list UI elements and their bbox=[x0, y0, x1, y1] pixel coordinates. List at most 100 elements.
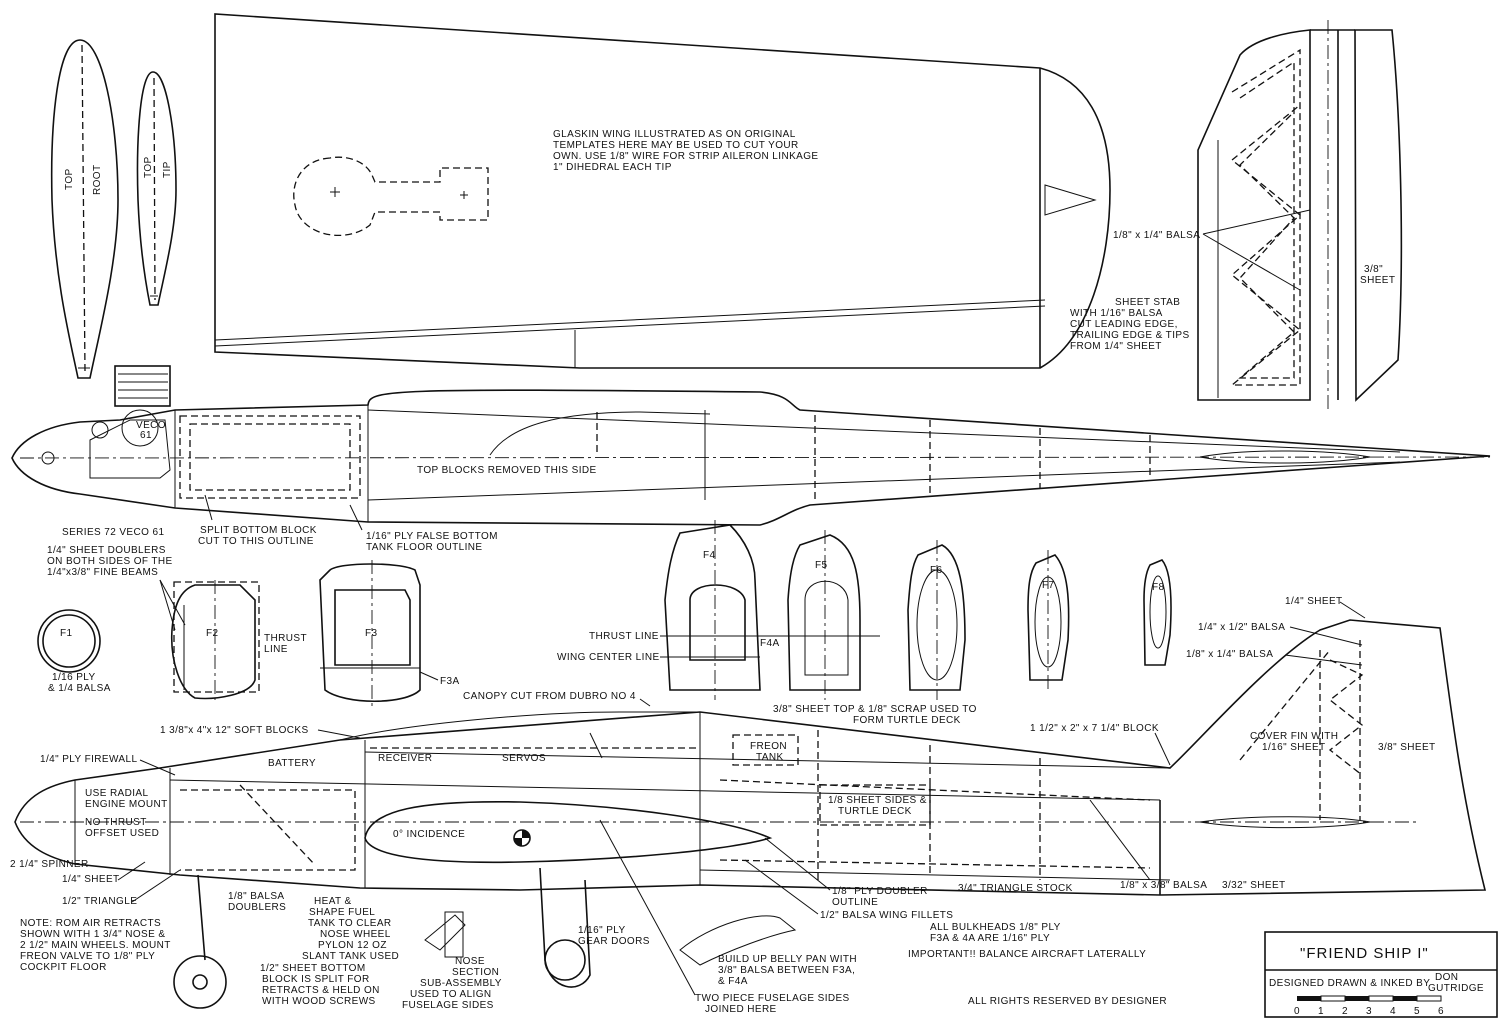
airfoil-tip-template: TOP TIP bbox=[136, 71, 177, 306]
stab-note-3: CUT LEADING EDGE, bbox=[1070, 319, 1178, 330]
designed-label: DESIGNED DRAWN & INKED BY bbox=[1269, 978, 1430, 989]
spinner-label: 2 1/4" SPINNER bbox=[10, 859, 89, 870]
triangle-label: 1/2" TRIANGLE bbox=[62, 896, 137, 907]
f8-label: F8 bbox=[1152, 582, 1165, 593]
f4-label: F4 bbox=[703, 550, 716, 561]
radial-label-1: USE RADIAL bbox=[85, 788, 149, 799]
scale-6: 6 bbox=[1438, 1006, 1444, 1017]
wing-note-line-4: 1" DIHEDRAL EACH TIP bbox=[553, 162, 672, 173]
firewall-label: 1/4" PLY FIREWALL bbox=[40, 754, 137, 765]
canopy-label: CANOPY CUT FROM DUBRO NO 4 bbox=[463, 691, 636, 702]
f4a-label: F4A bbox=[760, 638, 780, 649]
nose-section-2: SECTION bbox=[452, 967, 499, 978]
bulkheads-ply-1: ALL BULKHEADS 1/8" PLY bbox=[930, 922, 1061, 933]
block-label: 1 1/2" x 2" x 7 1/4" BLOCK bbox=[1030, 723, 1159, 734]
balsa-38-label: 1/8" x 3/8" BALSA bbox=[1120, 880, 1207, 891]
title-block: "FRIEND SHIP I" DESIGNED DRAWN & INKED B… bbox=[1264, 931, 1498, 1018]
doublers-label-2: ON BOTH SIDES OF THE bbox=[47, 556, 173, 567]
nose-section-3: SUB-ASSEMBLY bbox=[420, 978, 502, 989]
half-sheet-3: RETRACTS & HELD ON bbox=[262, 985, 380, 996]
rights-label: ALL RIGHTS RESERVED BY DESIGNER bbox=[968, 996, 1167, 1007]
half-sheet-4: WITH WOOD SCREWS bbox=[262, 996, 376, 1007]
heat-shape-6: SLANT TANK USED bbox=[302, 951, 399, 962]
airfoil-tip-top-label: TOP bbox=[143, 156, 154, 178]
designer-first: DON bbox=[1435, 972, 1458, 983]
freon-label-1: FREON bbox=[750, 741, 787, 752]
stab-note-4: TRAILING EDGE & TIPS bbox=[1070, 330, 1190, 341]
stab-note-2: WITH 1/16" BALSA bbox=[1070, 308, 1163, 319]
gear-doors-2: GEAR DOORS bbox=[578, 936, 650, 947]
balsa-doublers-label-1: 1/8" BALSA bbox=[228, 891, 284, 902]
cover-fin-2: 1/16" SHEET bbox=[1262, 742, 1326, 753]
cover-fin-1: COVER FIN WITH bbox=[1250, 731, 1338, 742]
split-bottom-label-2: CUT TO THIS OUTLINE bbox=[198, 536, 314, 547]
airfoil-root-top-label: TOP bbox=[64, 168, 75, 190]
belly-3: & F4A bbox=[718, 976, 748, 987]
fin-sheet-label: 1/4" SHEET bbox=[1285, 596, 1343, 607]
wing-note-line-2: TEMPLATES HERE MAY BE USED TO CUT YOUR bbox=[553, 140, 799, 151]
fuselage-top-view: VECO 61 TOP BLOCKS REMOVED THIS SIDE SER… bbox=[11, 365, 1491, 553]
turtle-label-2: FORM TURTLE DECK bbox=[853, 715, 961, 726]
thrust-line-label: THRUST LINE bbox=[589, 631, 659, 642]
split-bottom-label-1: SPLIT BOTTOM BLOCK bbox=[200, 525, 317, 536]
f6-label: F6 bbox=[930, 565, 943, 576]
no-thrust-label-2: OFFSET USED bbox=[85, 828, 159, 839]
airfoil-root-template: TOP ROOT bbox=[50, 39, 119, 379]
engine-number: 61 bbox=[140, 430, 152, 441]
servos-label: SERVOS bbox=[502, 753, 546, 764]
stab-balsa-label: 1/8" x 1/4" BALSA bbox=[1113, 230, 1200, 241]
f1-note-2: & 1/4 BALSA bbox=[48, 683, 111, 694]
f1-label: F1 bbox=[60, 628, 73, 639]
half-sheet-2: BLOCK IS SPLIT FOR bbox=[262, 974, 370, 985]
tri-stock-label: 3/4" TRIANGLE STOCK bbox=[958, 883, 1073, 894]
freon-label-2: TANK bbox=[756, 752, 784, 763]
ply-doubler-label-2: OUTLINE bbox=[832, 897, 878, 908]
soft-blocks-label: 1 3/8"x 4"x 12" SOFT BLOCKS bbox=[160, 725, 309, 736]
half-sheet-1: 1/2" SHEET BOTTOM bbox=[260, 963, 366, 974]
fin-balsa-14-label: 1/8" x 1/4" BALSA bbox=[1186, 649, 1273, 660]
bulkheads-ply-2: F3A & 4A ARE 1/16" PLY bbox=[930, 933, 1050, 944]
plan-title: "FRIEND SHIP I" bbox=[1300, 945, 1429, 962]
retracts-note-3: 2 1/2" MAIN WHEELS. MOUNT bbox=[20, 940, 171, 951]
bulkheads: 1/4" SHEET DOUBLERS ON BOTH SIDES OF THE… bbox=[37, 520, 1172, 710]
heat-shape-4: NOSE WHEEL bbox=[320, 929, 391, 940]
receiver-label: RECEIVER bbox=[378, 753, 432, 764]
gear-doors-1: 1/16" PLY bbox=[578, 925, 626, 936]
scale-2: 2 bbox=[1342, 1006, 1348, 1017]
battery-label: BATTERY bbox=[268, 758, 316, 769]
fin-balsa-12-label: 1/4" x 1/2" BALSA bbox=[1198, 622, 1285, 633]
f1-note-1: 1/16 PLY bbox=[52, 672, 96, 683]
wing-planform: GLASKIN WING ILLUSTRATED AS ON ORIGINAL … bbox=[214, 13, 1111, 369]
airfoil-tip-label: TIP bbox=[162, 161, 173, 178]
heat-shape-3: TANK TO CLEAR bbox=[308, 918, 392, 929]
wing-fillets-label: 1/2" BALSA WING FILLETS bbox=[820, 910, 953, 921]
balsa-doublers-label-2: DOUBLERS bbox=[228, 902, 286, 913]
scale-5: 5 bbox=[1414, 1006, 1420, 1017]
wing-center-line-label: WING CENTER LINE bbox=[557, 652, 660, 663]
nose-section-1: NOSE bbox=[455, 956, 485, 967]
scale-0: 0 bbox=[1294, 1006, 1300, 1017]
doublers-label-3: 1/4"x3/8" FINE BEAMS bbox=[47, 567, 158, 578]
retracts-note-4: FREON VALVE TO 1/8" PLY bbox=[20, 951, 155, 962]
engine-series-label: SERIES 72 VECO 61 bbox=[62, 527, 164, 538]
turtle-label-1: 3/8" SHEET TOP & 1/8" SCRAP USED TO bbox=[773, 704, 977, 715]
scale-4: 4 bbox=[1390, 1006, 1396, 1017]
incidence-label: 0° INCIDENCE bbox=[393, 829, 465, 840]
f2-thrust-label-2: LINE bbox=[264, 644, 288, 655]
engine-name: VECO bbox=[136, 420, 166, 431]
sheet-14-label: 1/4" SHEET bbox=[62, 874, 120, 885]
f2-thrust-label-1: THRUST bbox=[264, 633, 307, 644]
important-label: IMPORTANT!! BALANCE AIRCRAFT LATERALLY bbox=[908, 949, 1146, 960]
airfoil-root-label: ROOT bbox=[92, 165, 103, 196]
fin-38-label: 3/8" SHEET bbox=[1378, 742, 1436, 753]
heat-shape-2: SHAPE FUEL bbox=[309, 907, 375, 918]
ply-false-label-1: 1/16" PLY FALSE BOTTOM bbox=[366, 531, 498, 542]
two-piece-1: TWO PIECE FUSELAGE SIDES bbox=[695, 993, 850, 1004]
heat-shape-5: PYLON 12 OZ bbox=[318, 940, 387, 951]
f2-label: F2 bbox=[206, 628, 219, 639]
no-thrust-label-1: NO THRUST bbox=[85, 817, 147, 828]
belly-1: BUILD UP BELLY PAN WITH bbox=[718, 954, 857, 965]
retracts-note-1: NOTE: ROM AIR RETRACTS bbox=[20, 918, 161, 929]
stab-sheet-label-2: SHEET bbox=[1360, 275, 1395, 286]
